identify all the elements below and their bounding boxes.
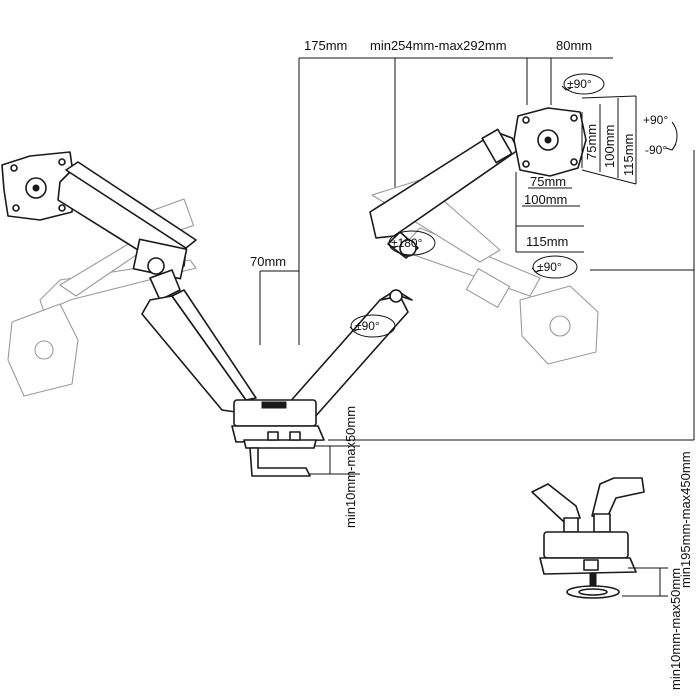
dim-80mm: 80mm: [556, 38, 592, 53]
dim-70mm: 70mm: [250, 254, 286, 269]
right-arm: [287, 128, 519, 421]
left-arm: [57, 161, 257, 413]
grommet-mount-inset: [531, 477, 645, 599]
rotation-swivel-monitor-label: ±90°: [537, 260, 562, 274]
vesa-v-75mm: 75mm: [530, 174, 566, 189]
vesa-h-75mm: 75mm: [584, 124, 599, 160]
rotation-swivel-top-label: ±90°: [567, 77, 592, 91]
right-vesa-plate: [513, 107, 587, 177]
height-dimension-lines: [328, 150, 695, 441]
rotation-arm-label: ±180°: [391, 236, 423, 250]
vesa-dimension-lines: [515, 95, 637, 253]
top-dimension-lines: [259, 57, 613, 345]
desk-clamp-base: [231, 399, 325, 477]
rotation-swivel-monitor: ±90°: [531, 255, 578, 279]
vesa-v-100mm: 100mm: [524, 192, 567, 207]
dim-height-range: min195mm-max450mm: [678, 451, 693, 588]
vesa-h-115mm: 115mm: [621, 134, 636, 176]
dim-arm-length: min254mm-max292mm: [370, 38, 507, 53]
dim-175mm: 175mm: [304, 38, 347, 53]
rotation-base-label: ±90°: [355, 319, 380, 333]
left-vesa-plate: [1, 151, 75, 221]
dim-grommet-thickness: min10mm-max50mm: [668, 568, 683, 690]
rotation-tilt: +90° -90°: [643, 113, 678, 157]
rotation-swivel-top: ±90°: [561, 73, 605, 95]
rotation-tilt-up-label: +90°: [643, 113, 668, 127]
rotation-base: ±90°: [349, 314, 396, 338]
dim-clamp-thickness: min10mm-max50mm: [343, 406, 358, 528]
vesa-h-100mm: 100mm: [602, 125, 617, 168]
rotation-arm: ±180°: [388, 230, 436, 256]
rotation-tilt-down-label: -90°: [645, 143, 667, 157]
vesa-v-115mm: 115mm: [526, 234, 568, 249]
grommet-dimension-lines: [622, 567, 668, 597]
ghost-right-arm: [371, 179, 599, 365]
